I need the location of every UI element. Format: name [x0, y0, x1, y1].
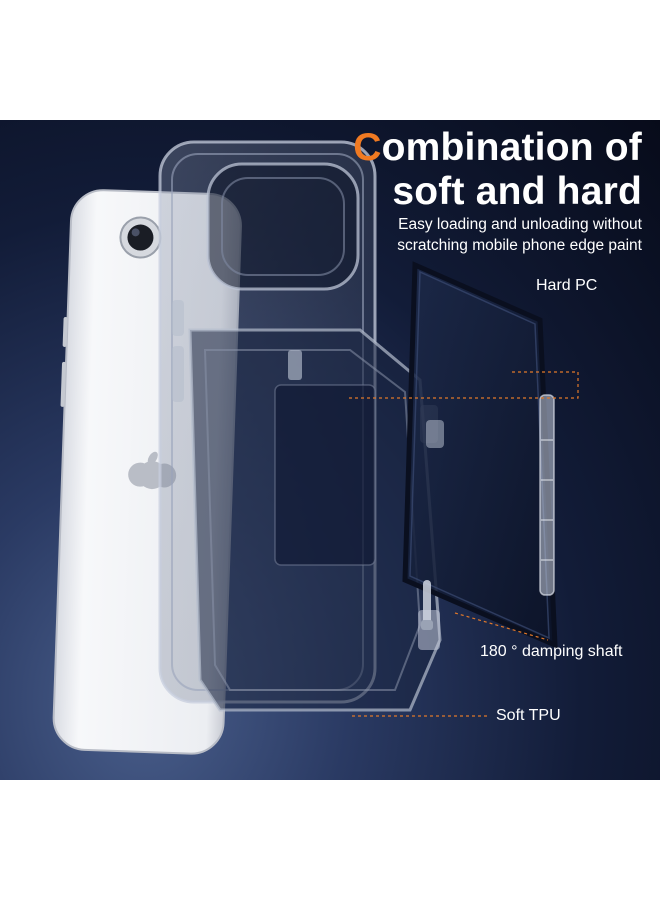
hard-pc-plate [402, 261, 558, 649]
card-slot-frame [188, 328, 442, 712]
headline-accent-letter: C [353, 126, 382, 169]
product-illustration [52, 140, 579, 755]
hard-pc-line [348, 371, 579, 399]
damping-shaft [421, 580, 433, 630]
callout-hard-pc: Hard PC [536, 277, 598, 294]
headline: Combination of soft and hard [353, 126, 642, 214]
subheading: Easy loading and unloading without scrat… [397, 214, 642, 256]
subheading-line-2: scratching mobile phone edge paint [397, 237, 642, 254]
callout-damping-shaft: 180 ° damping shaft [480, 643, 623, 660]
damping-shaft-line [454, 612, 549, 641]
headline-line-1: Combination of [353, 126, 642, 170]
product-image-panel: Combination of soft and hard Easy loadin… [0, 120, 660, 780]
subheading-line-1: Easy loading and unloading without [398, 216, 642, 233]
callout-soft-tpu: Soft TPU [496, 707, 561, 724]
headline-line-1-rest: ombination of [381, 126, 642, 169]
callout-lines [348, 371, 579, 717]
headline-line-2: soft and hard [392, 170, 642, 213]
